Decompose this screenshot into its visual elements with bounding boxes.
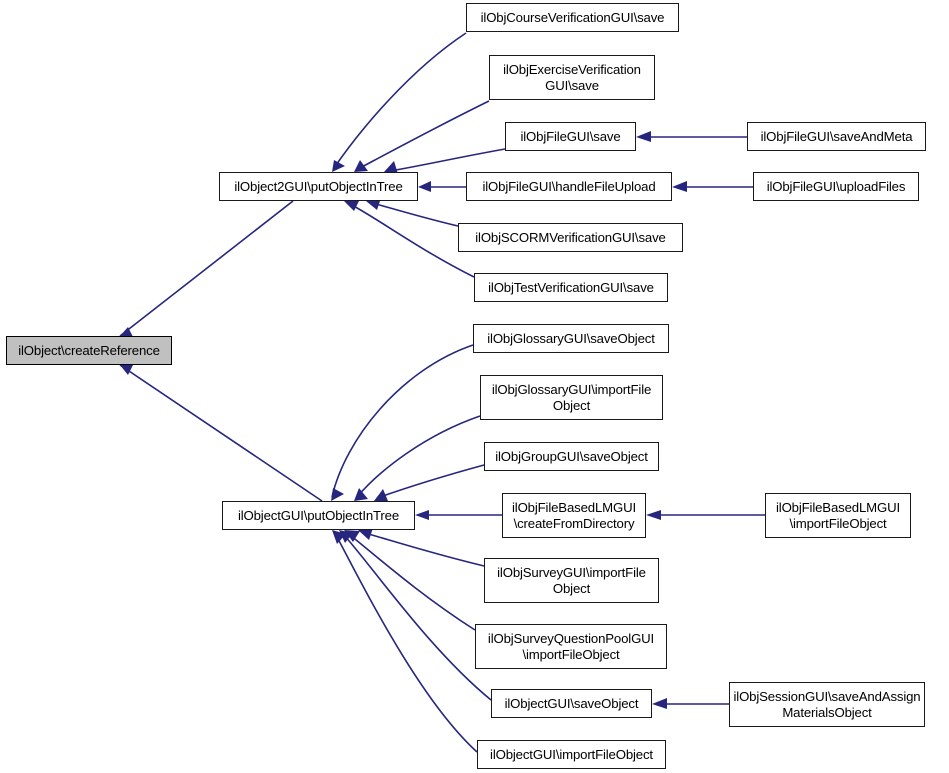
arrowhead-test_save-to-obj2gui_put: [344, 199, 360, 211]
node-label-file_save: ilObjFileGUI\save: [520, 128, 621, 144]
node-label-exercise_save: ilObjExerciseVerification GUI\save: [503, 62, 641, 93]
node-file_handle_upload[interactable]: ilObjFileGUI\handleFileUpload: [466, 172, 672, 201]
edge-surveyqp_import-to-objgui_put: [349, 534, 476, 631]
node-filebased_import[interactable]: ilObjFileBasedLMGUI \importFileObject: [765, 493, 911, 538]
node-scorm_save[interactable]: ilObjSCORMVerificationGUI\save: [458, 223, 683, 252]
node-course_save[interactable]: ilObjCourseVerificationGUI\save: [466, 3, 679, 32]
node-exercise_save[interactable]: ilObjExerciseVerification GUI\save: [489, 55, 655, 100]
node-label-file_handle_upload: ilObjFileGUI\handleFileUpload: [482, 178, 656, 194]
node-label-surveyqp_import: ilObjSurveyQuestionPoolGUI \importFileOb…: [487, 631, 655, 662]
node-label-session_save_assign: ilObjSessionGUI\saveAndAssign MaterialsO…: [733, 689, 921, 720]
node-label-glossary_import: ilObjGlossaryGUI\importFile Object: [491, 382, 652, 413]
node-obj2gui_put[interactable]: ilObject2GUI\putObjectInTree: [219, 172, 418, 201]
node-objectgui_save[interactable]: ilObjectGUI\saveObject: [491, 689, 652, 718]
arrowhead-file_upload_files-to-file_handle_upload: [672, 181, 687, 192]
node-label-objgui_put: ilObjectGUI\putObjectInTree: [237, 507, 400, 523]
edge-objectgui_import-to-objgui_put: [335, 534, 478, 753]
node-label-objectgui_import: ilObjectGUI\importFileObject: [490, 746, 653, 762]
arrowhead-filebased_create-to-objgui_put: [415, 510, 429, 520]
edge-obj2gui_put-to-createReference: [119, 200, 294, 337]
node-label-group_save: ilObjGroupGUI\saveObject: [495, 448, 648, 464]
node-file_save_meta[interactable]: ilObjFileGUI\saveAndMeta: [747, 122, 926, 151]
arrowhead-objgui_put-to-createReference: [120, 363, 134, 375]
node-label-objectgui_save: ilObjectGUI\saveObject: [504, 695, 639, 711]
arrowhead-objectgui_import-to-objgui_put: [332, 530, 346, 544]
edge-objgui_put-to-createReference: [119, 364, 323, 502]
arrowhead-exercise_save-to-obj2gui_put: [354, 160, 368, 172]
node-label-course_save: ilObjCourseVerificationGUI\save: [480, 9, 665, 25]
node-label-obj2gui_put: ilObject2GUI\putObjectInTree: [234, 178, 403, 194]
edge-survey_import-to-objgui_put: [364, 532, 485, 567]
node-survey_import[interactable]: ilObjSurveyGUI\importFile Object: [484, 558, 659, 603]
node-label-file_save_meta: ilObjFileGUI\saveAndMeta: [760, 128, 913, 144]
arrowhead-glossary_save-to-objgui_put: [331, 488, 344, 501]
edge-objectgui_save-to-objgui_put: [343, 534, 492, 701]
arrowhead-scorm_save-to-obj2gui_put: [366, 198, 381, 210]
node-file_save[interactable]: ilObjFileGUI\save: [505, 122, 636, 151]
node-label-filebased_create: ilObjFileBasedLMGUI \createFromDirectory: [512, 500, 636, 531]
node-file_upload_files[interactable]: ilObjFileGUI\uploadFiles: [753, 172, 919, 201]
node-session_save_assign[interactable]: ilObjSessionGUI\saveAndAssign MaterialsO…: [729, 682, 925, 727]
node-label-glossary_save: ilObjGlossaryGUI\saveObject: [487, 330, 655, 346]
node-surveyqp_import[interactable]: ilObjSurveyQuestionPoolGUI \importFileOb…: [475, 624, 667, 669]
edge-course_save-to-obj2gui_put: [333, 32, 467, 169]
node-label-test_save: ilObjTestVerificationGUI\save: [488, 279, 654, 295]
edge-test_save-to-obj2gui_put: [349, 203, 475, 278]
node-group_save[interactable]: ilObjGroupGUI\saveObject: [484, 442, 659, 471]
edge-exercise_save-to-obj2gui_put: [357, 100, 490, 170]
node-createReference[interactable]: ilObject\createReference: [6, 336, 172, 365]
arrowhead-group_save-to-objgui_put: [374, 489, 388, 501]
arrowhead-course_save-to-obj2gui_put: [332, 160, 345, 172]
node-label-scorm_save: ilObjSCORMVerificationGUI\save: [475, 229, 666, 245]
arrowhead-survey_import-to-objgui_put: [358, 528, 373, 540]
edge-glossary_import-to-objgui_put: [356, 415, 481, 498]
arrowhead-file_save_meta-to-file_save: [636, 131, 651, 142]
node-label-createReference: ilObject\createReference: [18, 342, 160, 358]
node-label-survey_import: ilObjSurveyGUI\importFile Object: [497, 565, 646, 596]
arrowhead-session_save_assign-to-objectgui_save: [652, 698, 667, 709]
node-objgui_put[interactable]: ilObjectGUI\putObjectInTree: [222, 501, 415, 530]
node-test_save[interactable]: ilObjTestVerificationGUI\save: [474, 273, 668, 302]
node-glossary_save[interactable]: ilObjGlossaryGUI\saveObject: [473, 324, 669, 353]
node-glossary_import[interactable]: ilObjGlossaryGUI\importFile Object: [480, 375, 663, 420]
node-label-file_upload_files: ilObjFileGUI\uploadFiles: [766, 178, 906, 194]
edge-group_save-to-objgui_put: [379, 464, 485, 498]
edge-glossary_save-to-objgui_put: [331, 344, 474, 498]
edge-file_save-to-obj2gui_put: [389, 148, 506, 172]
node-filebased_create[interactable]: ilObjFileBasedLMGUI \createFromDirectory: [502, 493, 646, 538]
node-label-filebased_import: ilObjFileBasedLMGUI \importFileObject: [776, 500, 900, 531]
arrowhead-file_save-to-obj2gui_put: [384, 161, 398, 174]
arrowhead-glossary_import-to-objgui_put: [354, 488, 368, 501]
arrowhead-filebased_import-to-filebased_create: [646, 510, 661, 520]
edge-scorm_save-to-obj2gui_put: [371, 202, 459, 227]
node-objectgui_import[interactable]: ilObjectGUI\importFileObject: [477, 740, 666, 769]
arrowhead-file_handle_upload-to-obj2gui_put: [418, 181, 431, 192]
